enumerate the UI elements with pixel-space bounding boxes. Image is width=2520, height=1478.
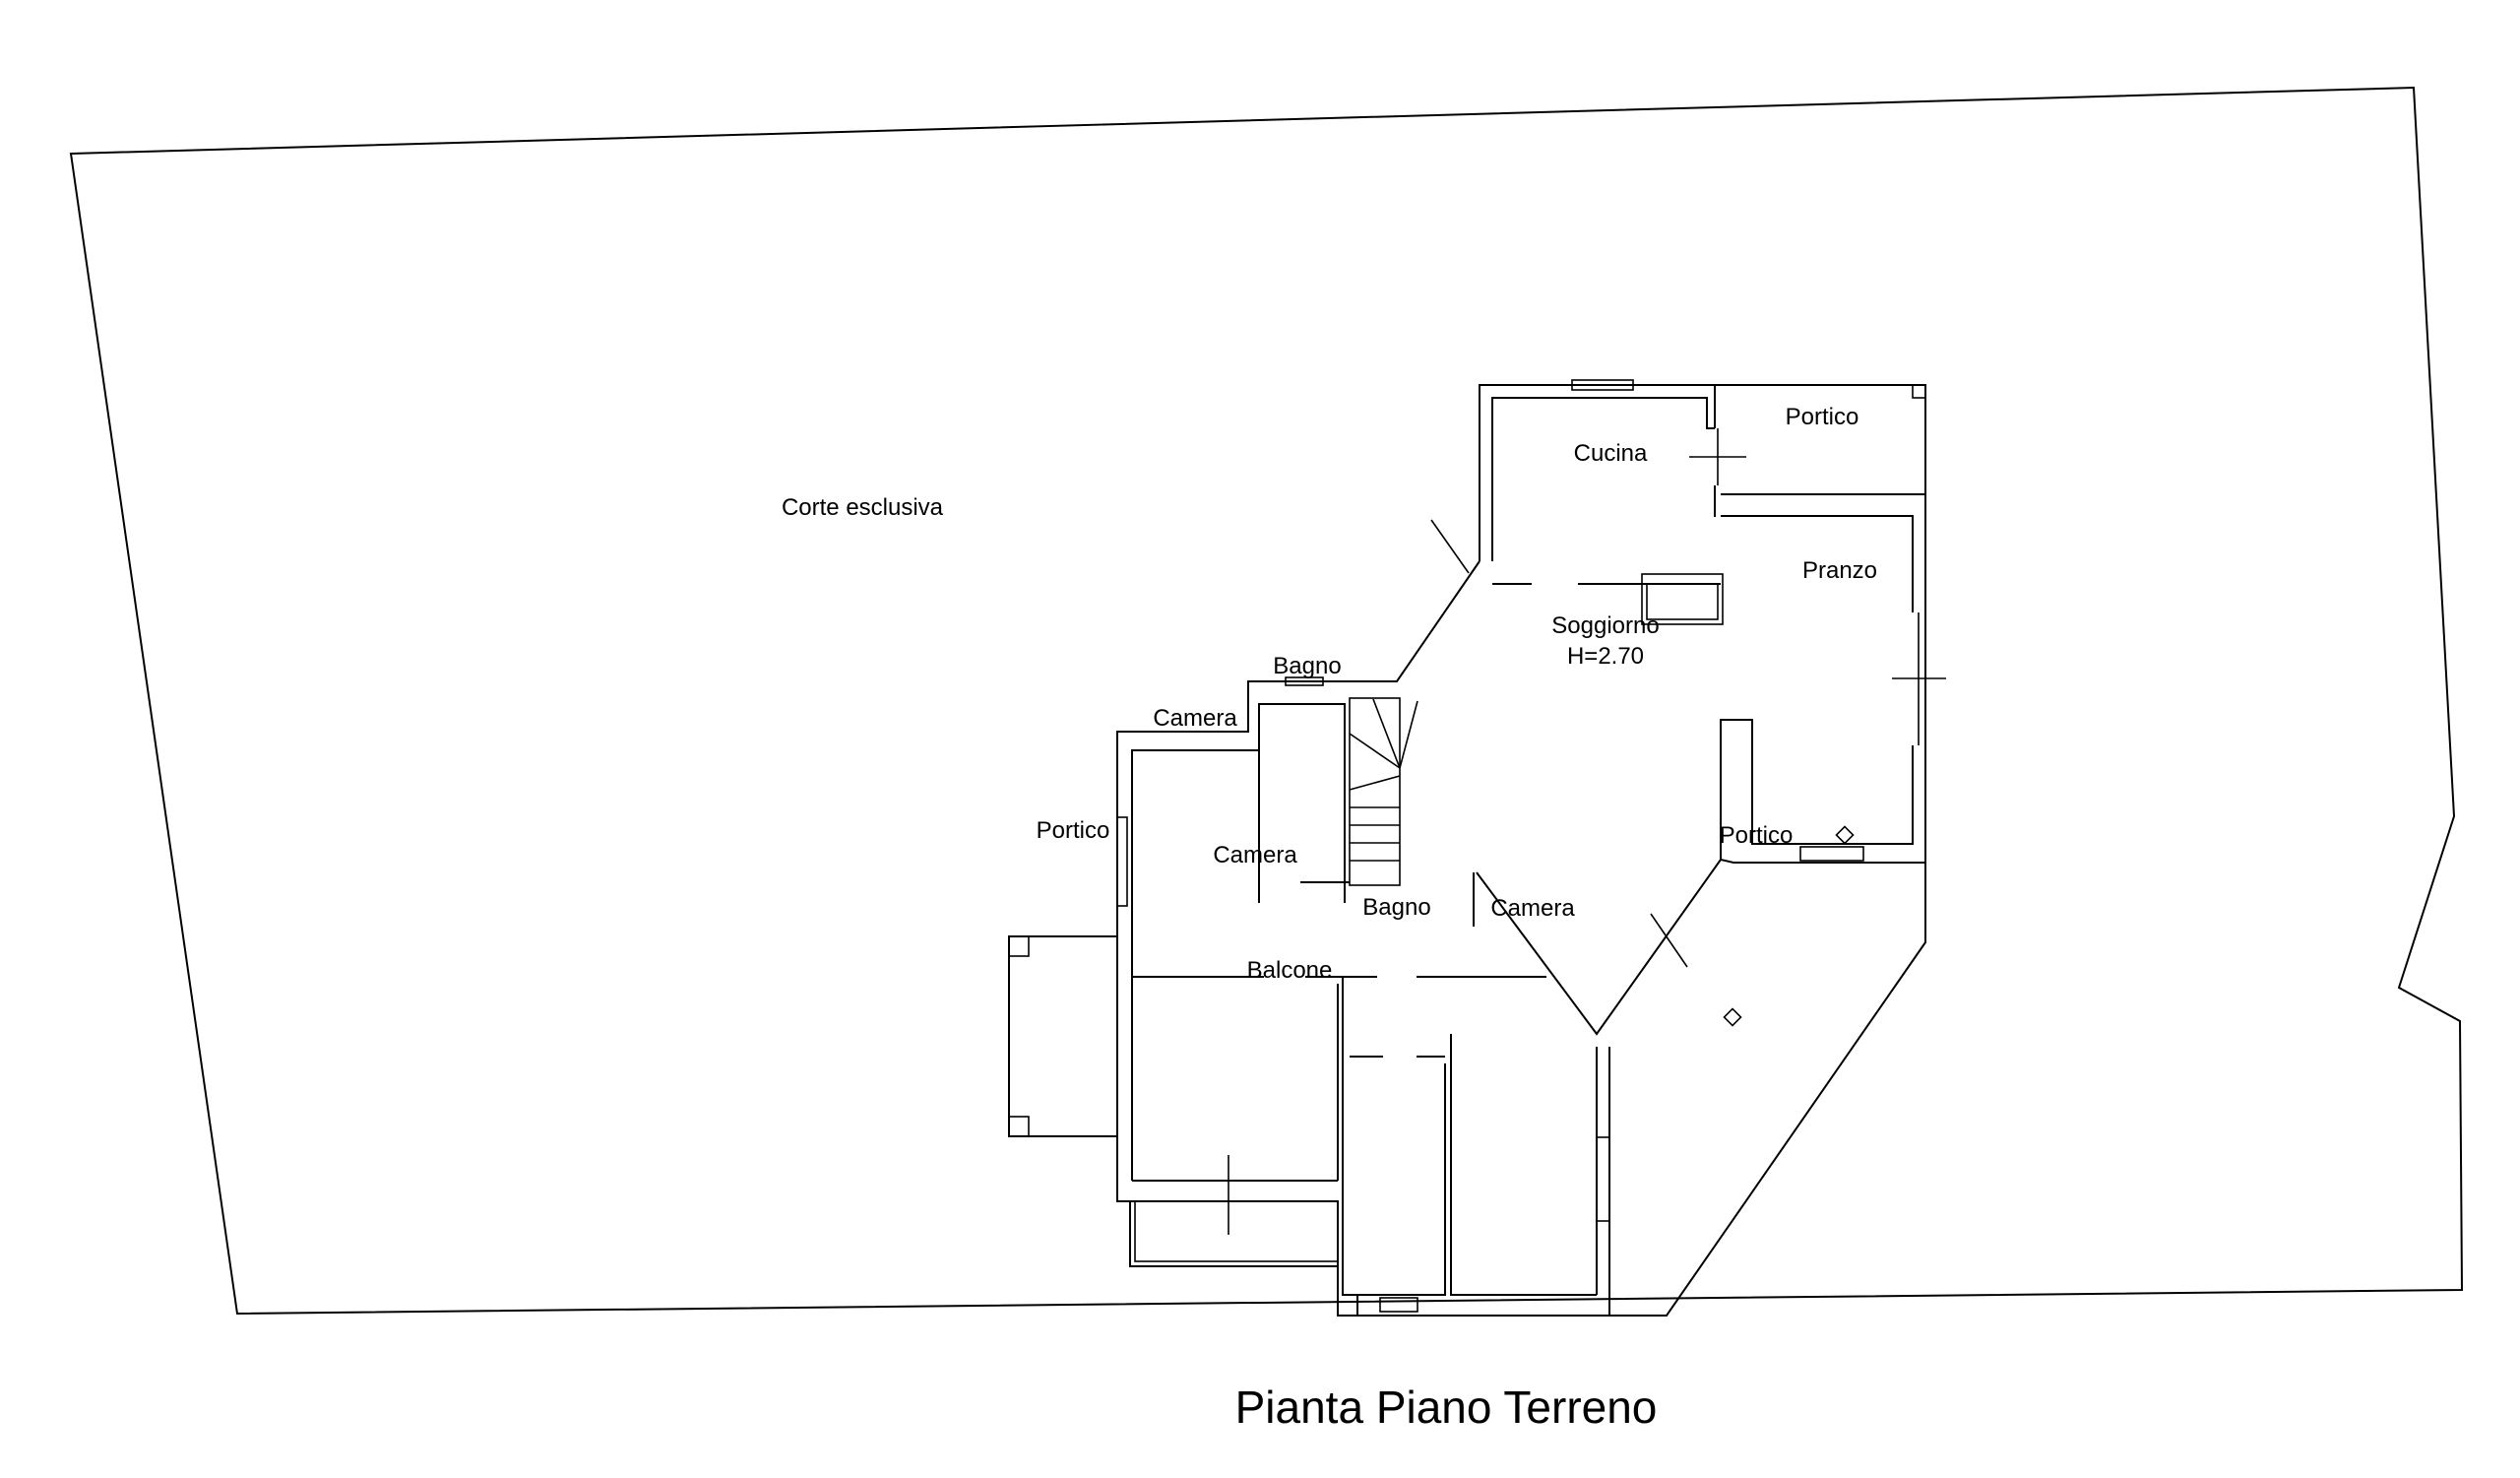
label-portico-right: Portico bbox=[1720, 822, 1794, 849]
lot-boundary bbox=[69, 86, 2464, 1316]
label-balcone: Balcone bbox=[1247, 957, 1333, 984]
label-corte-esclusiva: Corte esclusiva bbox=[782, 494, 944, 521]
label-soggiorno-height: H=2.70 bbox=[1567, 643, 1644, 670]
label-portico-left: Portico bbox=[1037, 817, 1110, 844]
label-bagno-1: Bagno bbox=[1273, 653, 1341, 679]
label-camera-1: Camera bbox=[1153, 705, 1237, 732]
room-labels: Corte esclusiva Cucina Portico Pranzo So… bbox=[782, 404, 1877, 984]
building-walls bbox=[1008, 379, 1946, 1317]
label-bagno-2: Bagno bbox=[1362, 894, 1430, 921]
label-soggiorno: Soggiorno bbox=[1551, 612, 1659, 639]
plan-title: Pianta Piano Terreno bbox=[1235, 1382, 1658, 1433]
label-camera-3: Camera bbox=[1490, 895, 1575, 922]
label-cucina: Cucina bbox=[1574, 440, 1648, 467]
label-camera-2: Camera bbox=[1213, 842, 1297, 868]
label-pranzo: Pranzo bbox=[1802, 557, 1877, 584]
label-portico-top: Portico bbox=[1786, 404, 1859, 430]
